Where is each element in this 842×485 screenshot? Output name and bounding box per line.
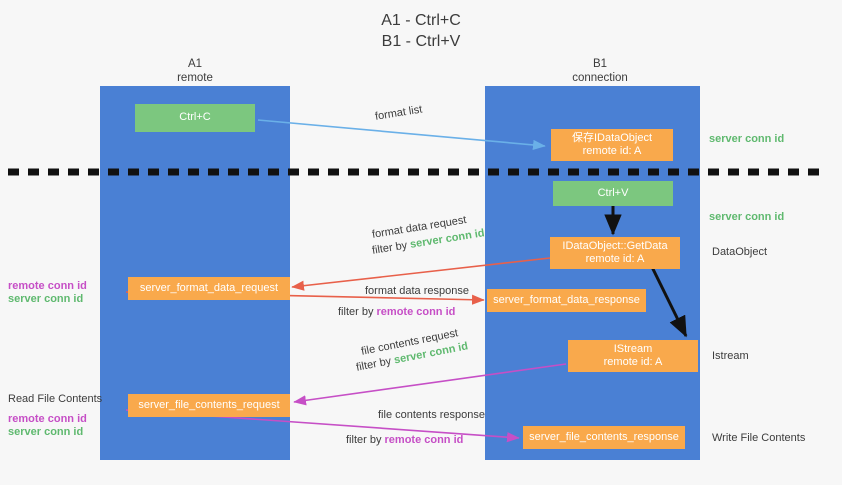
box-istream[interactable]: IStream remote id: A bbox=[568, 340, 698, 372]
box-format-data-request-line1: server_format_data_request bbox=[139, 281, 279, 294]
filter-by-text-4: filter by bbox=[346, 434, 385, 446]
box-format-data-response[interactable]: server_format_data_response bbox=[487, 289, 646, 312]
right-label-write-file-contents: Write File Contents bbox=[712, 432, 806, 444]
remote-conn-id-text-1: remote conn id bbox=[376, 306, 456, 318]
lane-a1-name: A1 bbox=[187, 58, 203, 70]
box-ctrl-c-line1: Ctrl+C bbox=[179, 111, 211, 124]
lane-b1-name: B1 bbox=[592, 58, 608, 70]
lane-a1-sub: remote bbox=[177, 71, 213, 84]
left-label-server-conn-id-1: server conn id bbox=[8, 293, 84, 305]
right-label-server-conn-id-mid: server conn id bbox=[709, 211, 785, 223]
right-label-server-conn-id-top: server conn id bbox=[709, 133, 785, 145]
box-save-idataobject[interactable]: 保存IDataObject remote id: A bbox=[551, 129, 673, 161]
lane-header-a1: A1 remote bbox=[120, 58, 270, 85]
filter-by-text-1: filter by bbox=[371, 238, 412, 257]
lane-b1-sub: connection bbox=[572, 71, 628, 84]
page-title: A1 - Ctrl+C B1 - Ctrl+V bbox=[0, 10, 842, 52]
right-label-istream: Istream bbox=[712, 350, 749, 362]
box-format-data-request[interactable]: server_format_data_request bbox=[128, 277, 290, 300]
box-getdata[interactable]: IDataObject::GetData remote id: A bbox=[550, 237, 680, 269]
left-label-read-file-contents: Read File Contents bbox=[8, 393, 103, 405]
lane-header-b1: B1 connection bbox=[520, 58, 680, 85]
title-line-2: B1 - Ctrl+V bbox=[381, 33, 461, 50]
box-getdata-line2: remote id: A bbox=[585, 253, 645, 265]
label-format-data-response: format data response bbox=[365, 285, 469, 297]
label-file-contents-response: file contents response bbox=[378, 409, 486, 421]
label-format-data-response-filter: filter by remote conn id bbox=[338, 305, 455, 319]
left-label-remote-conn-id-1: remote conn id bbox=[8, 280, 87, 292]
filter-by-text-2: filter by bbox=[338, 306, 377, 318]
right-label-dataobject: DataObject bbox=[712, 246, 768, 258]
box-file-contents-request-line1: server_file_contents_request bbox=[138, 398, 280, 411]
box-format-data-response-line1: server_format_data_response bbox=[493, 293, 640, 306]
box-istream-line2: remote id: A bbox=[603, 356, 663, 368]
box-file-contents-request[interactable]: server_file_contents_request bbox=[128, 394, 290, 417]
remote-conn-id-text-2: remote conn id bbox=[384, 434, 464, 446]
left-label-server-conn-id-2: server conn id bbox=[8, 426, 84, 438]
box-file-contents-response[interactable]: server_file_contents_response bbox=[523, 426, 685, 449]
label-format-list: format list bbox=[374, 103, 424, 123]
box-istream-line1: IStream bbox=[613, 342, 653, 355]
box-save-idataobject-line1: 保存IDataObject bbox=[571, 131, 653, 144]
box-getdata-line1: IDataObject::GetData bbox=[562, 239, 668, 252]
box-file-contents-response-line1: server_file_contents_response bbox=[529, 430, 679, 443]
box-ctrl-c[interactable]: Ctrl+C bbox=[135, 104, 255, 132]
box-save-idataobject-line2: remote id: A bbox=[582, 145, 642, 157]
left-label-remote-conn-id-2: remote conn id bbox=[8, 413, 87, 425]
box-ctrl-v[interactable]: Ctrl+V bbox=[553, 181, 673, 206]
box-ctrl-v-line1: Ctrl+V bbox=[597, 186, 629, 199]
title-line-1: A1 - Ctrl+C bbox=[381, 12, 461, 29]
filter-by-text-3: filter by bbox=[355, 354, 396, 374]
label-file-contents-response-filter: filter by remote conn id bbox=[346, 433, 463, 447]
